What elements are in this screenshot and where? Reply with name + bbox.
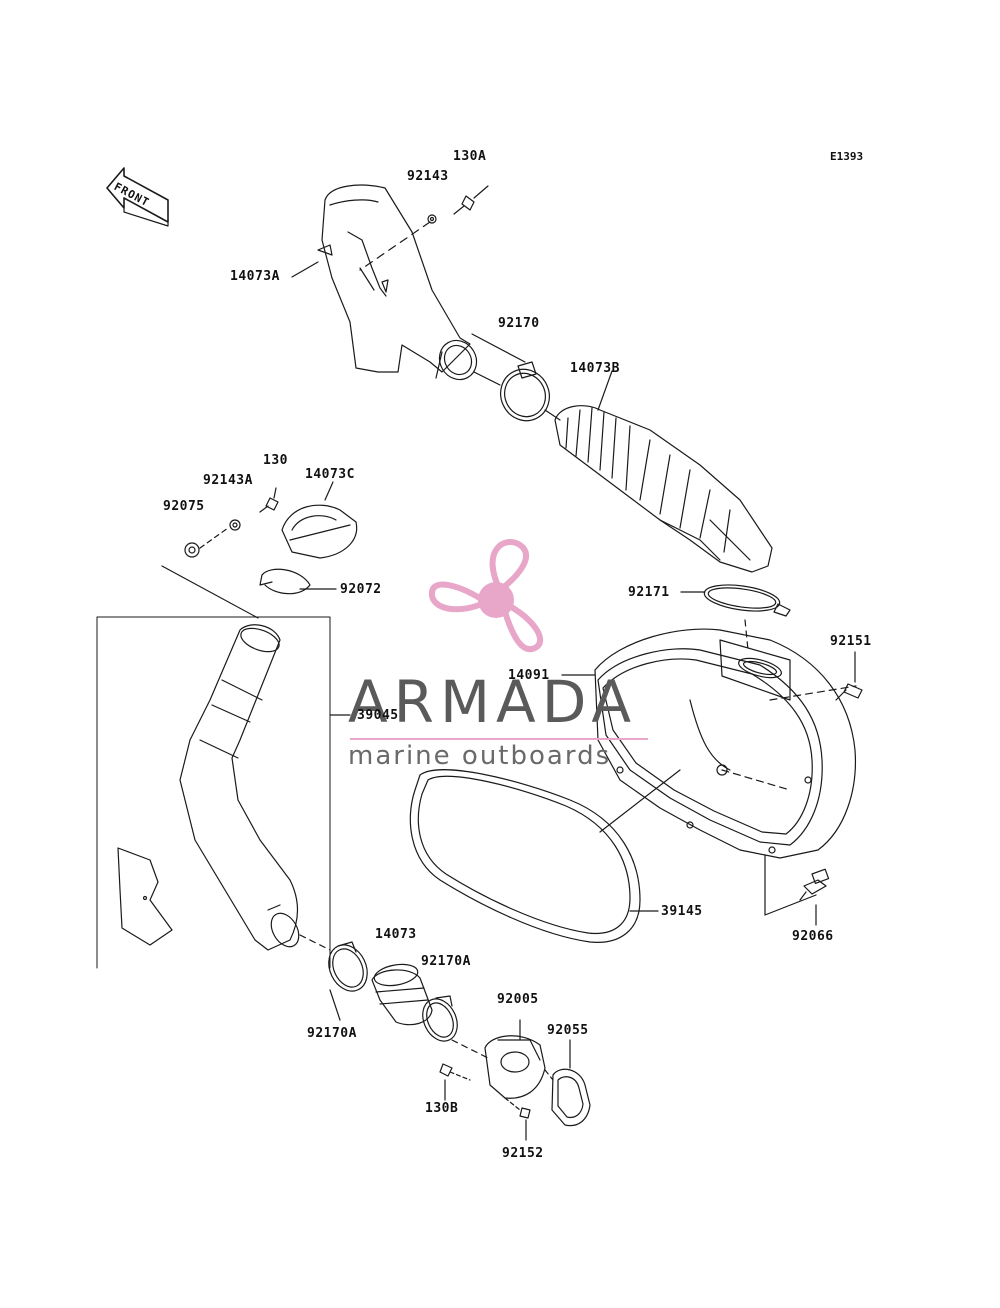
callout-92075: 92075	[163, 499, 205, 514]
sleeve-14073-shape	[371, 963, 433, 1026]
callout-130A: 130A	[453, 149, 487, 164]
callout-92143A: 92143A	[203, 473, 253, 488]
callout-14073B: 14073B	[570, 361, 620, 376]
bracket-shape	[117, 847, 173, 946]
callout-14073C: 14073C	[305, 467, 355, 482]
propeller-logo-icon	[429, 539, 544, 653]
callout-92170A-top: 92170A	[421, 954, 471, 969]
brand-logo	[420, 530, 560, 660]
clamp-92170A-right-shape	[422, 995, 458, 1042]
callout-130B: 130B	[425, 1101, 459, 1116]
clamp-92171-shape	[703, 584, 791, 617]
converter-cover-14091-shape	[594, 628, 857, 859]
callout-92066: 92066	[792, 929, 834, 944]
clip-92072-shape	[259, 568, 311, 595]
callout-39145: 39145	[661, 904, 703, 919]
callout-92171: 92171	[628, 585, 670, 600]
clamp-92170-shape	[500, 361, 550, 422]
bolt-130B-shape	[439, 1063, 471, 1081]
bolt-130-shape	[259, 497, 279, 513]
callout-14073A: 14073A	[230, 269, 280, 284]
callout-92143: 92143	[407, 169, 449, 184]
pipe-39045-shape	[179, 624, 300, 951]
callout-92005: 92005	[497, 992, 539, 1007]
callout-14073: 14073	[375, 927, 417, 942]
drive-belt-39145-shape	[409, 769, 641, 943]
bolt-130A-shape	[427, 195, 475, 224]
brand-divider	[350, 738, 648, 740]
callout-92170A-left: 92170A	[307, 1026, 357, 1041]
callout-92170: 92170	[498, 316, 540, 331]
drain-bolt-92066-shape	[799, 868, 830, 901]
bolt-92151-shape	[835, 683, 863, 701]
diagram-code: E1393	[830, 150, 864, 163]
clamp-92170A-left-shape	[328, 941, 368, 992]
intake-duct-14073A-shape	[317, 184, 478, 381]
callout-92072: 92072	[340, 582, 382, 597]
cap-14073C-shape	[281, 504, 358, 559]
duct-14073B-shape	[554, 405, 773, 573]
callout-92055: 92055	[547, 1023, 589, 1038]
callout-130: 130	[263, 453, 288, 468]
brand-tagline: marine outboards	[348, 741, 612, 771]
gasket-92055-shape	[551, 1068, 591, 1127]
front-arrow-icon	[106, 167, 169, 227]
callout-92151: 92151	[830, 634, 872, 649]
callout-39045: 39045	[357, 708, 399, 723]
callout-14091: 14091	[508, 668, 550, 683]
elbow-92005-shape	[484, 1035, 546, 1099]
brand-name: ARMADA	[348, 668, 638, 736]
nut-92152-shape	[519, 1107, 531, 1119]
callout-92152: 92152	[502, 1146, 544, 1161]
